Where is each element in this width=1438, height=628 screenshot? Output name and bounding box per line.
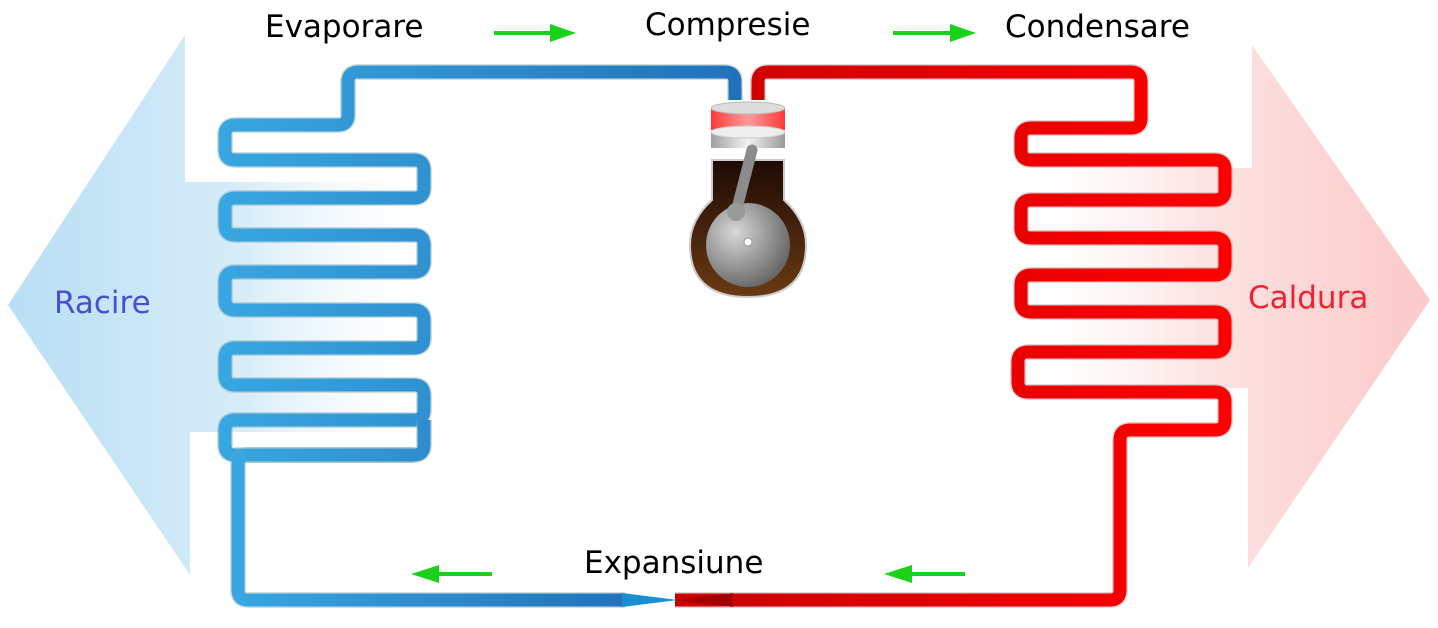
stage-label-compression: Compresie	[645, 7, 811, 43]
flow-arrow-comp-to-cond	[893, 24, 976, 42]
cooling-arrow	[8, 35, 430, 575]
stage-label-expansion: Expansiune	[584, 545, 764, 581]
stage-label-evaporation: Evaporare	[265, 9, 424, 45]
compressor-icon	[688, 101, 808, 299]
heat-label: Caldura	[1248, 280, 1369, 316]
stage-label-condensation: Condensare	[1005, 9, 1190, 45]
heat-arrow	[1020, 45, 1430, 568]
cooling-label: Racire	[54, 285, 151, 321]
expansion-valve	[622, 593, 733, 607]
evaporator-coil	[217, 64, 743, 608]
condenser-coil	[675, 64, 1233, 608]
flow-arrow-expansion-left	[411, 565, 492, 583]
flow-arrow-evap-to-comp	[494, 24, 576, 42]
flow-arrow-expansion-right	[884, 565, 965, 583]
